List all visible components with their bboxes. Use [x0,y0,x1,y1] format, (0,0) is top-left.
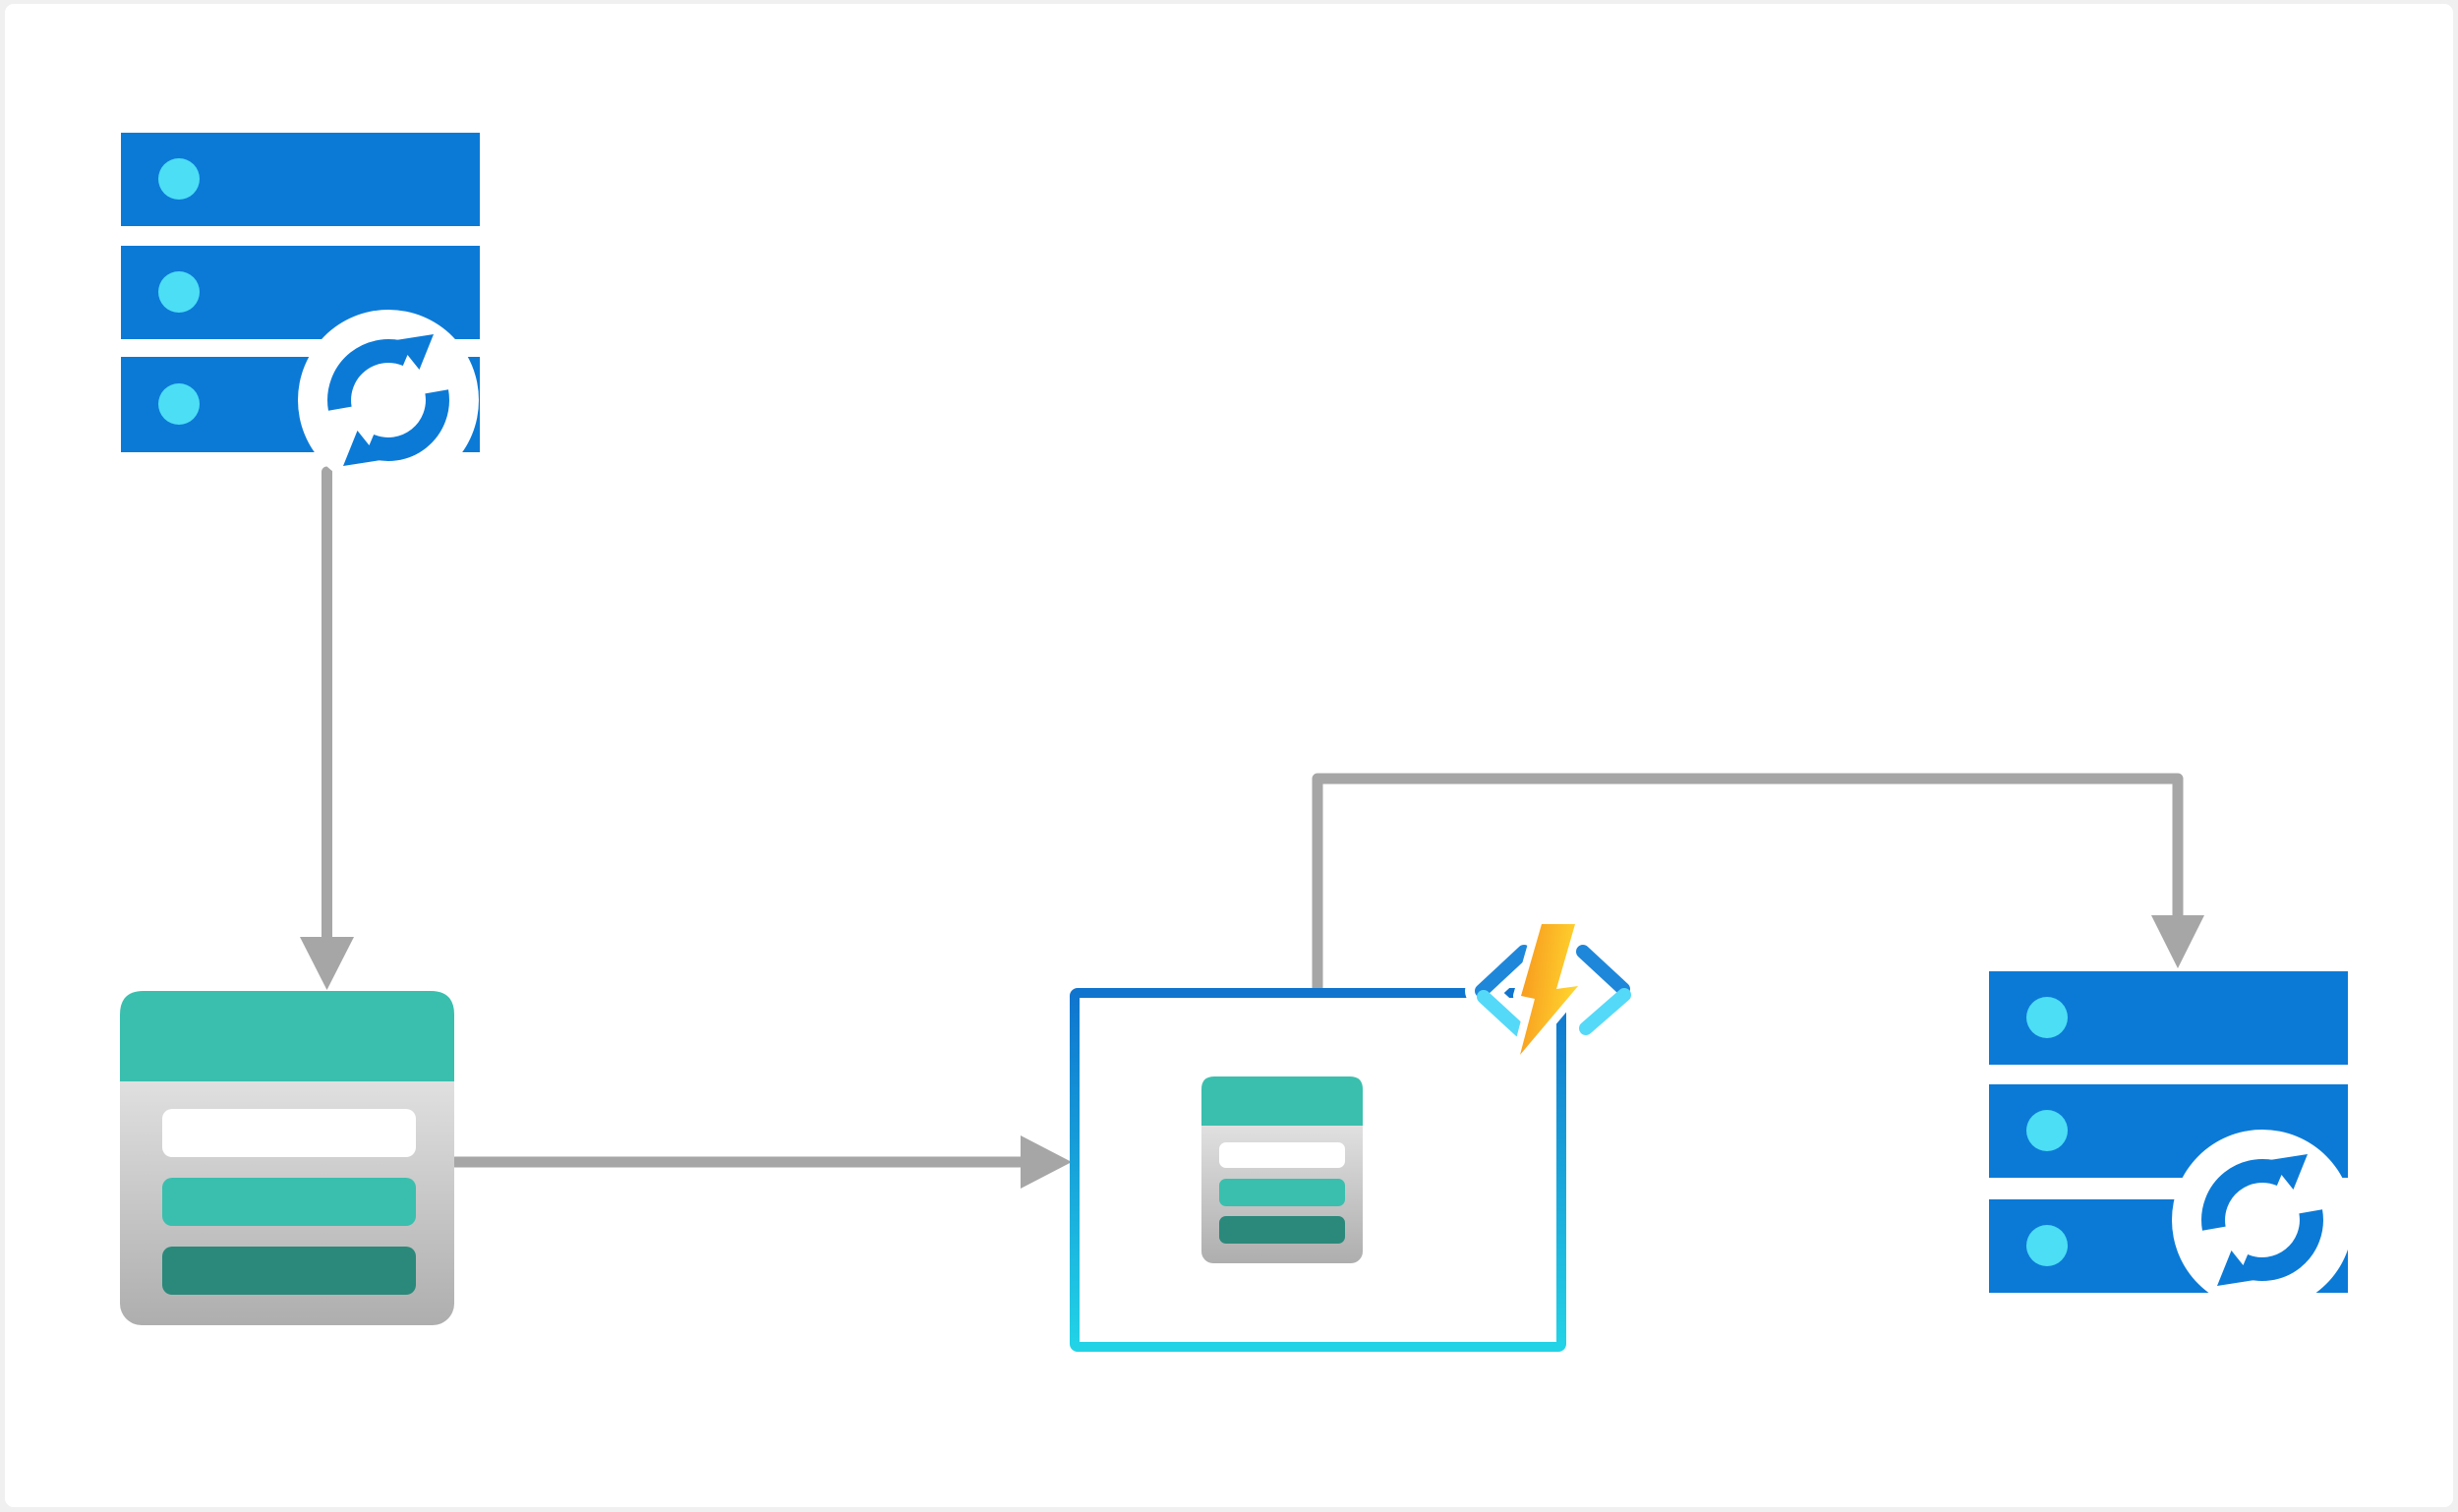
server-led-dot [158,271,200,313]
server-led-dot [158,383,200,425]
server-led-dot [2026,997,2068,1038]
sync-arrowhead [343,431,381,466]
table-row-teal [162,1178,416,1226]
bracket-right-upper [1576,945,1630,996]
database-server-icon [1989,971,2348,1293]
sync-arc [2238,1209,2323,1281]
arrowhead-down-right-icon [2151,915,2204,968]
sync-arrowhead [2269,1154,2308,1190]
sync-icon [298,310,479,491]
server-led-dot [2026,1225,2068,1266]
connectors [300,466,2204,1189]
bracket-right-lower [1579,988,1631,1035]
table-row-dark-teal [162,1247,416,1295]
card-background [5,4,2453,1507]
bracket-left-upper [1475,945,1531,998]
server-led-dot [158,158,200,200]
table-row-dark-teal [1219,1216,1345,1244]
source-database-server-node [121,133,480,491]
sync-arc [2201,1159,2287,1231]
table-storage-icon [120,991,454,1325]
source-table-node [120,991,454,1325]
sync-arrowhead [2217,1250,2255,1286]
sync-icon [2172,1130,2353,1310]
function-app-node [1070,916,1641,1352]
table-header [1201,1076,1363,1126]
sync-arc [364,389,449,461]
azure-functions-bolt-icon [1465,916,1641,1063]
arrowhead-down-icon [300,937,354,990]
table-row-white [1219,1142,1345,1168]
sync-arrowhead [395,334,434,370]
sync-icon-halo [2172,1130,2353,1310]
bracket-left-lower [1477,990,1528,1038]
arrowhead-right-icon [1021,1135,1072,1189]
sync-icon-halo [298,310,479,491]
server-led-dot [2026,1110,2068,1151]
table-row-teal [1219,1179,1345,1206]
lightning-bolt-icon [1520,924,1578,1055]
table-header [120,991,454,1081]
sync-arc [327,339,413,411]
connector-function-to-target [1312,773,2184,997]
table-row-white [162,1109,416,1157]
table-storage-icon-small [1201,1076,1363,1263]
target-database-server-node [1989,971,2353,1310]
